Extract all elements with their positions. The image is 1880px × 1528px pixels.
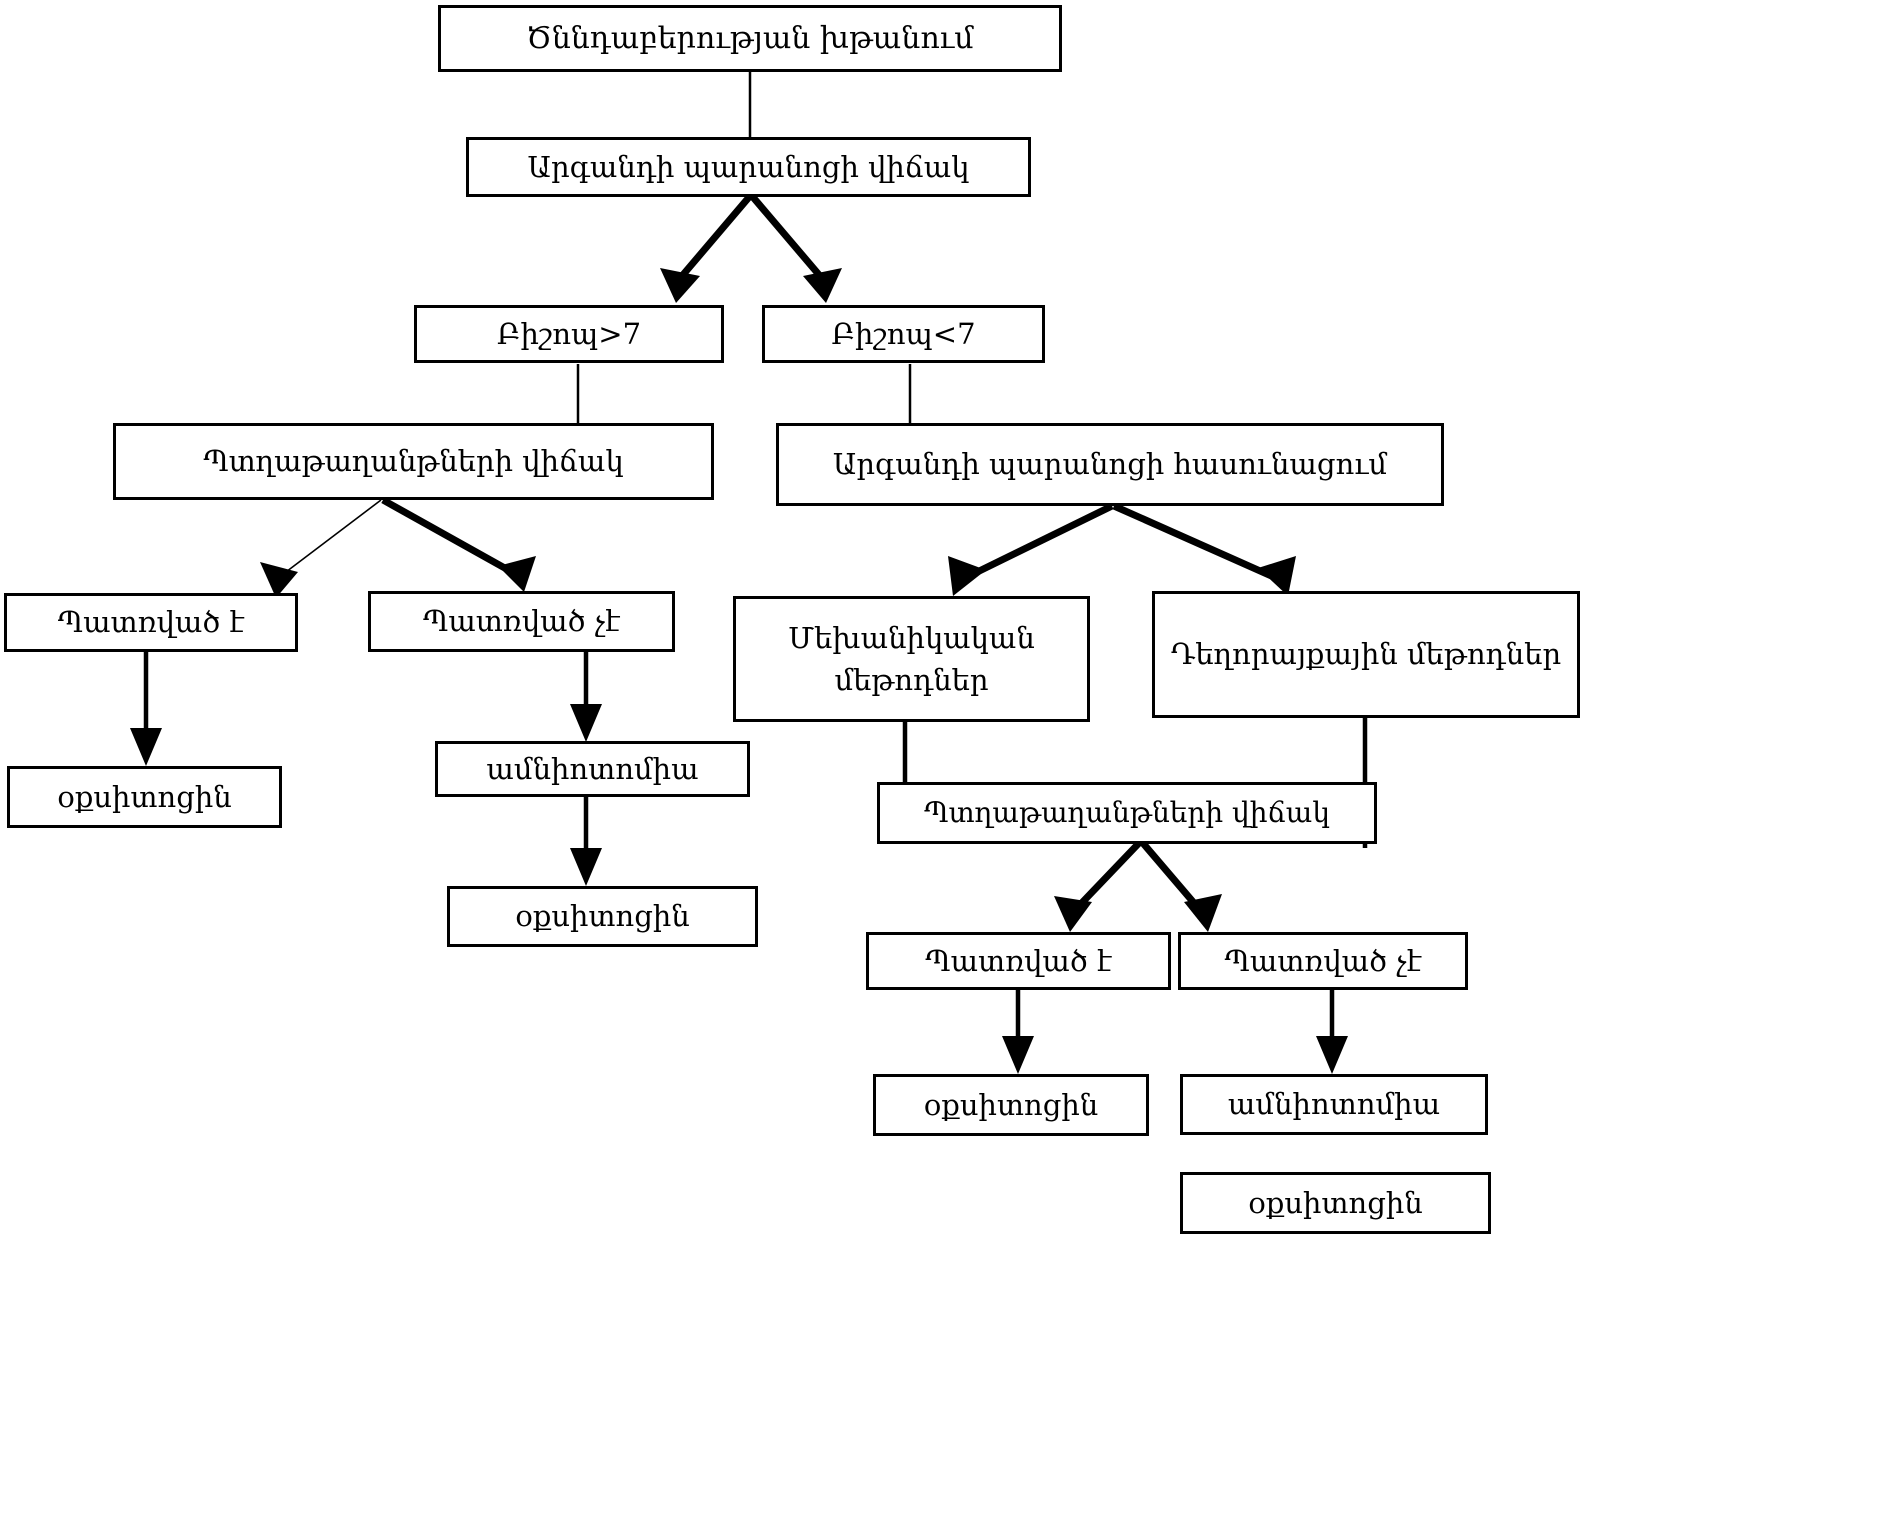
- node-not-ruptured-left-label: Պատռված չէ: [422, 604, 621, 639]
- node-mechanical-methods: Մեխանիկական մեթոդներ: [733, 596, 1090, 722]
- connector-ripening-to-pharmacological: [1112, 502, 1278, 582]
- node-membranes-state-right-label: Պտղաթաղանթների վիճակ: [924, 795, 1330, 829]
- node-not-ruptured-left: Պատռված չէ: [368, 591, 675, 652]
- node-oxytocin-left-2: օքսիտոցին: [447, 886, 758, 947]
- node-oxytocin-left-1: օքսիտոցին: [7, 766, 282, 828]
- node-mechanical-methods-label: Մեխանիկական մեթոդներ: [788, 620, 1035, 697]
- connector-cervix-to-bishop-lt7: [749, 193, 829, 286]
- node-ruptured-left: Պատռված է: [4, 593, 298, 652]
- arrowhead-ruptured-right: [1054, 896, 1092, 932]
- node-amniotomy-left-label: ամնիոտոմիա: [486, 751, 699, 786]
- node-amniotomy-right-label: ամնիոտոմիա: [1227, 1087, 1441, 1122]
- node-pharmacological-methods-label: Դեղորայքային մեթոդներ: [1170, 637, 1562, 672]
- connector-membranes-left-to-not-ruptured: [381, 496, 514, 576]
- connector-ripening-to-mechanical: [963, 502, 1114, 582]
- node-ruptured-right-label: Պատռված է: [925, 943, 1112, 978]
- node-oxytocin-left-1-label: օքսիտոցին: [57, 779, 232, 814]
- arrowhead-amniotomy-left: [570, 704, 602, 742]
- node-ruptured-right: Պատռված է: [866, 932, 1171, 990]
- node-membranes-state-right: Պտղաթաղանթների վիճակ: [877, 782, 1377, 844]
- node-membranes-state-left: Պտղաթաղանթների վիճակ: [113, 423, 714, 500]
- arrowhead-pharmacological: [1258, 556, 1296, 596]
- node-root-label: Ծննդաբերության խթանում: [526, 20, 974, 56]
- node-pharmacological-methods: Դեղորայքային մեթոդներ: [1152, 591, 1580, 718]
- node-not-ruptured-right: Պատռված չէ: [1178, 932, 1468, 990]
- connector-cervix-to-bishop-gt7: [673, 193, 753, 286]
- node-bishop-gt7: Բիշոպ>7: [414, 305, 724, 363]
- node-membranes-state-left-label: Պտղաթաղանթների վիճակ: [203, 444, 624, 479]
- arrowhead-bishop-gt7: [660, 268, 700, 303]
- connector-membranes-right-to-not-ruptured: [1139, 839, 1203, 913]
- node-oxytocin-right-2: օքսիտոցին: [1180, 1172, 1491, 1234]
- node-root: Ծննդաբերության խթանում: [438, 5, 1062, 72]
- arrowhead-not-ruptured-left: [498, 556, 536, 592]
- node-oxytocin-left-2-label: օքսիտոցին: [515, 899, 690, 934]
- node-amniotomy-right: ամնիոտոմիա: [1180, 1074, 1488, 1135]
- node-not-ruptured-right-label: Պատռված չէ: [1224, 943, 1422, 978]
- arrowhead-amniotomy-right: [1316, 1036, 1348, 1074]
- connector-membranes-left-to-ruptured: [277, 499, 382, 579]
- arrowhead-not-ruptured-right: [1184, 894, 1222, 932]
- node-cervix-state-label: Արգանդի պարանոցի վիճակ: [527, 149, 970, 184]
- node-amniotomy-left: ամնիոտոմիա: [435, 741, 750, 797]
- arrowhead-bishop-lt7: [803, 268, 842, 303]
- node-bishop-lt7: Բիշոպ<7: [762, 305, 1045, 363]
- node-ruptured-left-label: Պատռված է: [57, 605, 245, 640]
- arrowhead-oxytocin-right: [1002, 1036, 1034, 1074]
- node-cervix-state: Արգանդի պարանոցի վիճակ: [466, 137, 1031, 197]
- arrowhead-mechanical: [948, 556, 986, 596]
- node-cervix-ripening-label: Արգանդի պարանոցի հասունացում: [832, 447, 1388, 482]
- node-oxytocin-right-2-label: օքսիտոցին: [1248, 1185, 1423, 1220]
- node-oxytocin-right: օքսիտոցին: [873, 1074, 1149, 1136]
- node-oxytocin-right-label: օքսիտոցին: [923, 1087, 1099, 1122]
- connector-membranes-right-to-ruptured: [1072, 839, 1143, 913]
- node-bishop-lt7-label: Բիշոպ<7: [831, 316, 976, 351]
- arrowhead-oxytocin-left-2: [570, 848, 602, 886]
- arrowhead-oxytocin-left-1: [130, 728, 162, 766]
- node-cervix-ripening: Արգանդի պարանոցի հասունացում: [776, 423, 1444, 506]
- node-bishop-gt7-label: Բիշոպ>7: [496, 316, 642, 351]
